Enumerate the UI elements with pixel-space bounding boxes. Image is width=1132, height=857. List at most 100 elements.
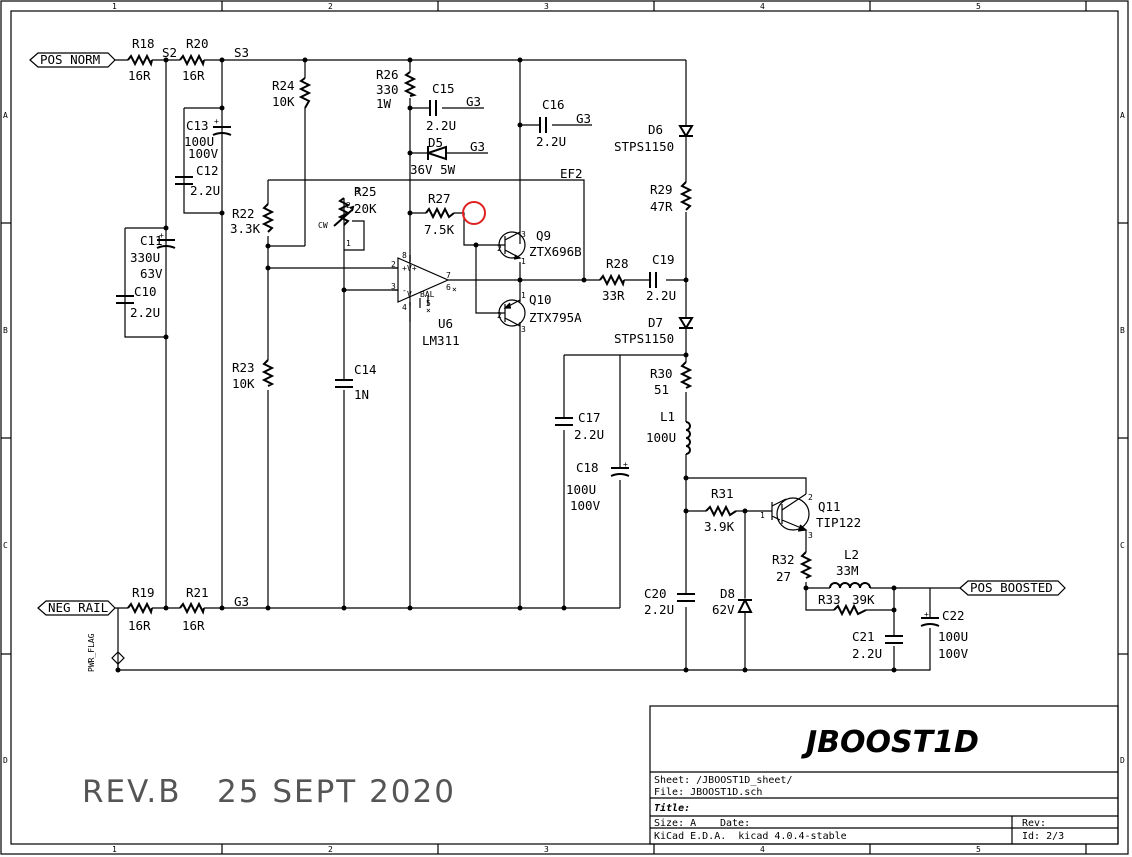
c22-ref: C22 bbox=[942, 608, 965, 623]
r27-ref: R27 bbox=[428, 191, 451, 206]
l2-ref: L2 bbox=[844, 547, 859, 562]
u6-ref: U6 bbox=[438, 316, 453, 331]
r28-ref: R28 bbox=[606, 256, 629, 271]
c17-symbol bbox=[555, 417, 573, 426]
net-label-g3-c15: G3 bbox=[466, 94, 481, 109]
c13-voltage: 100V bbox=[188, 146, 219, 161]
net-label-g3-bottom: G3 bbox=[234, 594, 249, 609]
r33-ref: R33 bbox=[818, 592, 841, 607]
u6-value: LM311 bbox=[422, 333, 460, 348]
c14-value: 1N bbox=[354, 387, 369, 402]
q10-pin1: 1 bbox=[521, 291, 526, 300]
row-label-b: B bbox=[3, 326, 8, 335]
r32-value: 27 bbox=[776, 569, 791, 584]
id-label: Id: 2/3 bbox=[1022, 831, 1064, 842]
r26-value: 330 bbox=[376, 82, 399, 97]
c11-symbol bbox=[156, 239, 176, 249]
hier-label-pos-norm[interactable]: POS_NORM bbox=[29, 52, 116, 68]
r25-pin3: 3 bbox=[355, 187, 360, 196]
r25-potentiometer-symbol bbox=[333, 197, 355, 227]
q10-pin3: 3 bbox=[521, 325, 526, 334]
u6-pin7: 7 bbox=[446, 271, 451, 280]
r18-value: 16R bbox=[128, 68, 151, 83]
q9-value: ZTX696B bbox=[529, 244, 582, 259]
c19-symbol bbox=[649, 272, 657, 288]
col-label-3-bottom: 3 bbox=[544, 845, 549, 854]
r33-symbol bbox=[833, 603, 867, 617]
r27-value: 7.5K bbox=[424, 222, 455, 237]
r24-symbol bbox=[298, 77, 312, 109]
capacitor-polarity-marks: + + + + bbox=[159, 117, 929, 619]
q10-pin2: 2 bbox=[497, 311, 502, 320]
r26-symbol bbox=[403, 71, 417, 97]
neg-rail-text: NEG_RAIL bbox=[48, 600, 108, 615]
q9-symbol bbox=[476, 231, 526, 260]
r28-value: 33R bbox=[602, 288, 625, 303]
c12-value: 2.2U bbox=[190, 183, 220, 198]
pwr-flag-text: PWR_FLAG bbox=[87, 633, 96, 672]
q9-pin1: 1 bbox=[521, 257, 526, 266]
c13-value: 100U bbox=[184, 134, 214, 149]
c18-symbol bbox=[610, 467, 630, 477]
size-label: Size: A bbox=[654, 818, 696, 829]
d5-value: 36V 5W bbox=[410, 162, 456, 177]
q9-ref: Q9 bbox=[536, 228, 551, 243]
col-label-2: 2 bbox=[328, 2, 333, 11]
q11-pin1: 1 bbox=[760, 511, 765, 520]
col-label-4: 4 bbox=[760, 2, 765, 11]
r22-value: 3.3K bbox=[230, 221, 261, 236]
c15-value: 2.2U bbox=[426, 118, 456, 133]
c14-symbol bbox=[335, 379, 353, 388]
d7-ref: D7 bbox=[648, 315, 663, 330]
r22-symbol bbox=[261, 203, 275, 233]
c12-ref: C12 bbox=[196, 163, 219, 178]
title-label: Title: bbox=[654, 802, 690, 814]
u6-vminus-mark: V- bbox=[407, 290, 417, 299]
sheet-path: Sheet: /JBOOST1D_sheet/ bbox=[654, 775, 792, 786]
r25-ref: R25 bbox=[354, 184, 377, 199]
c22-value: 100U bbox=[938, 629, 968, 644]
resistor-symbols bbox=[127, 53, 867, 617]
c12-symbol bbox=[175, 176, 193, 185]
d6-value: STPS1150 bbox=[614, 139, 674, 154]
r25-value: 20K bbox=[354, 201, 377, 216]
col-label-3: 3 bbox=[544, 2, 549, 11]
l2-value: 33M bbox=[836, 563, 859, 578]
r19-ref: R19 bbox=[132, 585, 155, 600]
title-block: JBOOST1D Sheet: /JBOOST1D_sheet/ File: J… bbox=[649, 705, 1119, 845]
r25-cw-label: CW bbox=[318, 221, 328, 230]
c18-ref: C18 bbox=[576, 460, 599, 475]
r26-power: 1W bbox=[376, 96, 392, 111]
r20-value: 16R bbox=[182, 68, 205, 83]
row-label-a-right: A bbox=[1120, 111, 1125, 120]
d8-symbol bbox=[737, 597, 753, 613]
inductor-symbols bbox=[685, 421, 871, 589]
u6-vplus-mark: V+ bbox=[407, 264, 417, 273]
u6-pin5: 5 bbox=[426, 299, 431, 308]
net-label-g3-c16: G3 bbox=[576, 111, 591, 126]
c10-value: 2.2U bbox=[130, 305, 160, 320]
row-label-d: D bbox=[3, 756, 8, 765]
r23-symbol bbox=[261, 359, 275, 387]
pos-norm-text: POS_NORM bbox=[40, 52, 100, 67]
c17-value: 2.2U bbox=[574, 427, 604, 442]
u6-pin3: 3 bbox=[391, 282, 396, 291]
d5-ref: D5 bbox=[428, 135, 443, 150]
r24-ref: R24 bbox=[272, 78, 295, 93]
l1-ref: L1 bbox=[660, 409, 675, 424]
rev-label: Rev: bbox=[1022, 818, 1046, 829]
c13-symbol bbox=[212, 126, 232, 136]
r30-ref: R30 bbox=[650, 366, 673, 381]
net-label-s2: S2 bbox=[162, 45, 177, 60]
c14-ref: C14 bbox=[354, 362, 377, 377]
r18-ref: R18 bbox=[132, 36, 155, 51]
u6-nc-mark-2: × bbox=[426, 306, 431, 315]
hier-label-neg-rail[interactable]: NEG_RAIL bbox=[37, 600, 116, 616]
u6-noninverting-mark: + bbox=[402, 264, 407, 273]
c13-plus: + bbox=[214, 117, 219, 126]
u6-inverting-mark: - bbox=[402, 286, 407, 295]
c22-voltage: 100V bbox=[938, 646, 969, 661]
pos-boosted-text: POS_BOOSTED bbox=[970, 580, 1053, 595]
hier-label-pos-boosted[interactable]: POS_BOOSTED bbox=[959, 580, 1066, 596]
q10-ref: Q10 bbox=[529, 292, 552, 307]
